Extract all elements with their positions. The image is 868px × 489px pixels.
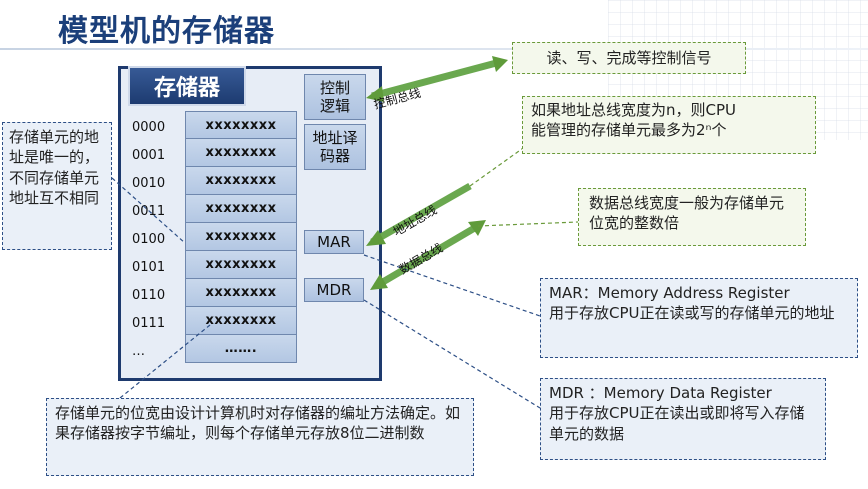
title-divider [0, 48, 868, 50]
control-bus-arrow [366, 56, 508, 102]
leader-data-bus [477, 221, 579, 227]
memory-address: 0011 [132, 204, 166, 219]
memory-address: 0111 [132, 316, 166, 331]
address-bus-arrow [366, 182, 472, 246]
memory-address: … [132, 344, 145, 359]
memory-cell: ……. [185, 335, 297, 363]
address-decoder-box: 地址译码器 [304, 124, 366, 170]
mdr-title: MDR ：Memory Data Register [549, 384, 772, 402]
control-logic-label: 控制逻辑 [319, 79, 350, 115]
mar-register: MAR [304, 230, 364, 254]
memory-cell: xxxxxxxx [185, 167, 297, 195]
memory-address: 0010 [132, 176, 166, 191]
control-logic-box: 控制逻辑 [304, 74, 366, 120]
leader-cell-width [119, 324, 211, 399]
address-bus-width-line1: 如果地址总线宽度为n，则CPU [531, 101, 737, 119]
memory-address: 0110 [132, 288, 166, 303]
mdr-description: 用于存放CPU正在读出或即将写入存储单元的数据 [549, 404, 805, 443]
data-bus-arrow [370, 220, 486, 290]
memory-cell: xxxxxxxx [185, 223, 297, 251]
callout-address-bus-width: 如果地址总线宽度为n，则CPU 能管理的存储单元最多为2ⁿ个 [522, 96, 816, 154]
address-bus-width-line2: 能管理的存储单元最多为2ⁿ个 [531, 121, 727, 140]
leader-unique-address [111, 177, 186, 244]
memory-address: 0000 [132, 120, 166, 135]
mar-title: MAR：Memory Address Register [549, 284, 790, 302]
callout-mar: MAR：Memory Address Register 用于存放CPU正在读或写… [540, 278, 858, 358]
memory-address: 0001 [132, 148, 166, 163]
memory-address: 0100 [132, 232, 166, 247]
memory-cell: xxxxxxxx [185, 195, 297, 223]
callout-unique-address: 存储单元的地址是唯一的，不同存储单元地址互不相同 [2, 122, 112, 250]
memory-cell: xxxxxxxx [185, 111, 297, 139]
mdr-register: MDR [304, 278, 364, 302]
memory-address: 0101 [132, 260, 166, 275]
page-title: 模型机的存储器 [58, 14, 275, 49]
callout-data-bus-width: 数据总线宽度一般为存储单元位宽的整数倍 [578, 188, 806, 246]
memory-label: 存储器 [128, 66, 246, 106]
leader-address-bus [469, 145, 527, 187]
memory-cell: xxxxxxxx [185, 139, 297, 167]
callout-cell-width: 存储单元的位宽由设计计算机时对存储器的编址方法确定。如果存储器按字节编址，则每个… [46, 398, 474, 476]
leader-mdr [363, 299, 541, 409]
callout-mdr: MDR ：Memory Data Register 用于存放CPU正在读出或即将… [540, 378, 826, 460]
memory-cell: xxxxxxxx [185, 279, 297, 307]
callout-control-signals: 读、写、完成等控制信号 [512, 42, 746, 74]
mar-description: 用于存放CPU正在读或写的存储单元的地址 [549, 304, 835, 323]
address-decoder-label: 地址译码器 [312, 129, 358, 165]
memory-cell: xxxxxxxx [185, 251, 297, 279]
leader-mar [363, 254, 541, 317]
